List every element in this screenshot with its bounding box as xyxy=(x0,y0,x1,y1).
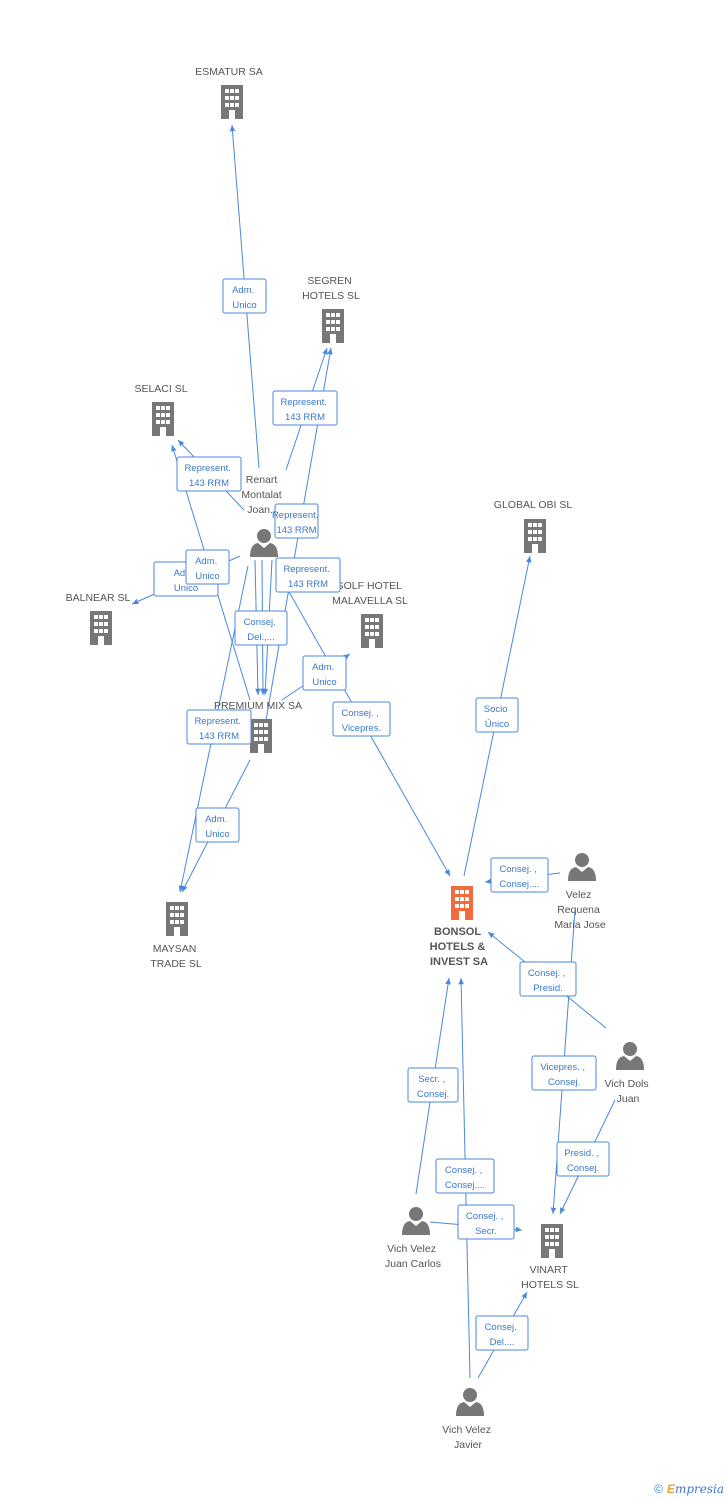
node-label: MAYSAN TRADE SL xyxy=(150,943,202,970)
node-label: VINART HOTELS SL xyxy=(521,1264,579,1291)
edge-label-box[interactable]: Consej. Del.... xyxy=(475,1315,529,1351)
building-focus-icon xyxy=(451,886,473,920)
building-icon xyxy=(90,611,112,645)
edge-label-text: Adm. Unico xyxy=(174,568,199,594)
edge-label-text: Represent. 143 RRM xyxy=(283,564,332,590)
edge-label-box[interactable]: Secr. , Consej. xyxy=(407,1067,459,1103)
edge-label-box[interactable]: Adm. Unico xyxy=(302,655,347,691)
edge-label-box[interactable]: Consej. , Vicepres. xyxy=(332,701,391,737)
node-segren[interactable]: SEGREN HOTELS SL xyxy=(302,275,360,343)
person-icon xyxy=(616,1042,644,1070)
building-icon xyxy=(541,1224,563,1258)
building-icon xyxy=(524,519,546,553)
edge-label-box[interactable]: Consej. , Presid. xyxy=(519,961,577,997)
node-global[interactable]: GLOBAL OBI SL xyxy=(494,499,573,553)
edge-label-text: Adm. Unico xyxy=(232,285,257,311)
node-label: Vich Dols Juan xyxy=(604,1078,651,1105)
node-premium[interactable]: PREMIUM MIX SA xyxy=(214,700,302,753)
building-icon xyxy=(152,402,174,436)
node-label: Vich Velez Javier xyxy=(442,1424,494,1451)
edge-label-box[interactable]: Vicepres. , Consej. xyxy=(531,1055,597,1091)
node-label: GLOBAL OBI SL xyxy=(494,499,573,511)
brand-logo: mpresia xyxy=(674,1482,724,1496)
edge-label-box[interactable]: Adm. Unico xyxy=(195,807,240,843)
edge-label-text: Secr. , Consej. xyxy=(417,1074,449,1100)
edge-label-box[interactable]: Represent. 143 RRM xyxy=(272,390,338,426)
edge-label-text: Consej. , Consej.... xyxy=(499,864,539,890)
brand-logo-initial: E xyxy=(666,1482,675,1496)
edge-label-box[interactable]: Represent. 143 RRM xyxy=(176,456,242,492)
node-label: BALNEAR SL xyxy=(66,592,131,604)
edge-labels: Adm. Unico Represent. 143 RRM Represent.… xyxy=(153,278,610,1351)
edge-label-text: Consej. Del.... xyxy=(485,1322,520,1348)
edge-label-text: Consej. , Vicepres. xyxy=(341,708,381,734)
node-maysan[interactable]: MAYSAN TRADE SL xyxy=(150,902,202,970)
edge-label-text: Consej. , Consej.... xyxy=(445,1165,485,1191)
node-velez[interactable]: Velez Requena Maria Jose xyxy=(554,853,606,931)
node-label: BONSOL HOTELS & INVEST SA xyxy=(430,926,489,968)
edge-label-text: Represent. 143 RRM xyxy=(194,716,243,742)
edge-label-text: Represent. 143 RRM xyxy=(184,463,233,489)
building-icon xyxy=(250,719,272,753)
edge-label-box[interactable]: Consej. Del.,... xyxy=(234,610,288,646)
node-balnear[interactable]: BALNEAR SL xyxy=(66,592,131,645)
node-vichdols[interactable]: Vich Dols Juan xyxy=(604,1042,651,1105)
person-icon xyxy=(250,529,278,557)
edge-label-box[interactable]: Adm. Unico xyxy=(185,549,230,585)
node-label: GOLF HOTEL MALAVELLA SL xyxy=(332,580,408,607)
node-golf[interactable]: GOLF HOTEL MALAVELLA SL xyxy=(332,580,408,648)
edge-label-box[interactable]: Consej. , Consej.... xyxy=(490,857,549,893)
edge-label-text: Vicepres. , Consej. xyxy=(540,1062,587,1088)
node-renart[interactable]: Renart Montalat Joan... xyxy=(241,474,284,557)
node-label: Renart Montalat Joan... xyxy=(241,474,284,516)
copyright-symbol: © xyxy=(654,1482,663,1496)
node-label: Velez Requena Maria Jose xyxy=(554,889,606,931)
node-bonsol[interactable]: BONSOL HOTELS & INVEST SA xyxy=(430,886,489,968)
edge-label-text: Adm. Unico xyxy=(195,556,220,582)
node-label: SELACI SL xyxy=(134,383,187,395)
edge-label-box[interactable]: Presid. , Consej. xyxy=(556,1141,610,1177)
edge-label-text: Consej. , Secr. xyxy=(466,1211,506,1237)
building-icon xyxy=(221,85,243,119)
node-vichjc[interactable]: Vich Velez Juan Carlos xyxy=(385,1207,441,1270)
edge-label-box[interactable]: Adm. Unico xyxy=(222,278,267,314)
edge-label-box[interactable]: Represent. 143 RRM xyxy=(186,709,252,745)
edge-label-box[interactable]: Consej. , Secr. xyxy=(457,1204,515,1240)
edge-label-text: Represent. 143 RRM xyxy=(272,510,321,536)
node-esmatur[interactable]: ESMATUR SA xyxy=(195,66,263,119)
node-vichjav[interactable]: Vich Velez Javier xyxy=(442,1388,494,1451)
person-icon xyxy=(456,1388,484,1416)
node-vinart[interactable]: VINART HOTELS SL xyxy=(521,1224,579,1291)
node-selaci[interactable]: SELACI SL xyxy=(134,383,188,436)
edge-label-box[interactable]: Represent. 143 RRM xyxy=(275,557,341,593)
edge-label-box[interactable]: Socio Único xyxy=(475,697,519,733)
edge-label-text: Socio Único xyxy=(484,704,510,730)
edge-label-box[interactable]: Consej. , Consej.... xyxy=(435,1158,495,1194)
person-icon xyxy=(402,1207,430,1235)
edge-label-text: Consej. Del.,... xyxy=(244,617,279,643)
edge-label-text: Consej. , Presid. xyxy=(528,968,568,994)
node-label: ESMATUR SA xyxy=(195,66,262,78)
building-icon xyxy=(166,902,188,936)
building-icon xyxy=(322,309,344,343)
edge-label-text: Adm. Unico xyxy=(312,662,337,688)
edge-label-text: Adm. Unico xyxy=(205,814,230,840)
edge-label-text: Represent. 143 RRM xyxy=(280,397,329,423)
node-label: SEGREN HOTELS SL xyxy=(302,275,360,302)
person-icon xyxy=(568,853,596,881)
building-icon xyxy=(361,614,383,648)
edges xyxy=(131,124,616,1379)
edge-label-text: Presid. , Consej. xyxy=(564,1148,602,1174)
brand-footer: ©Empresia xyxy=(654,1482,724,1496)
node-label: PREMIUM MIX SA xyxy=(214,700,302,712)
node-label: Vich Velez Juan Carlos xyxy=(385,1243,441,1270)
edge-label-box[interactable]: Represent. 143 RRM xyxy=(272,503,321,539)
